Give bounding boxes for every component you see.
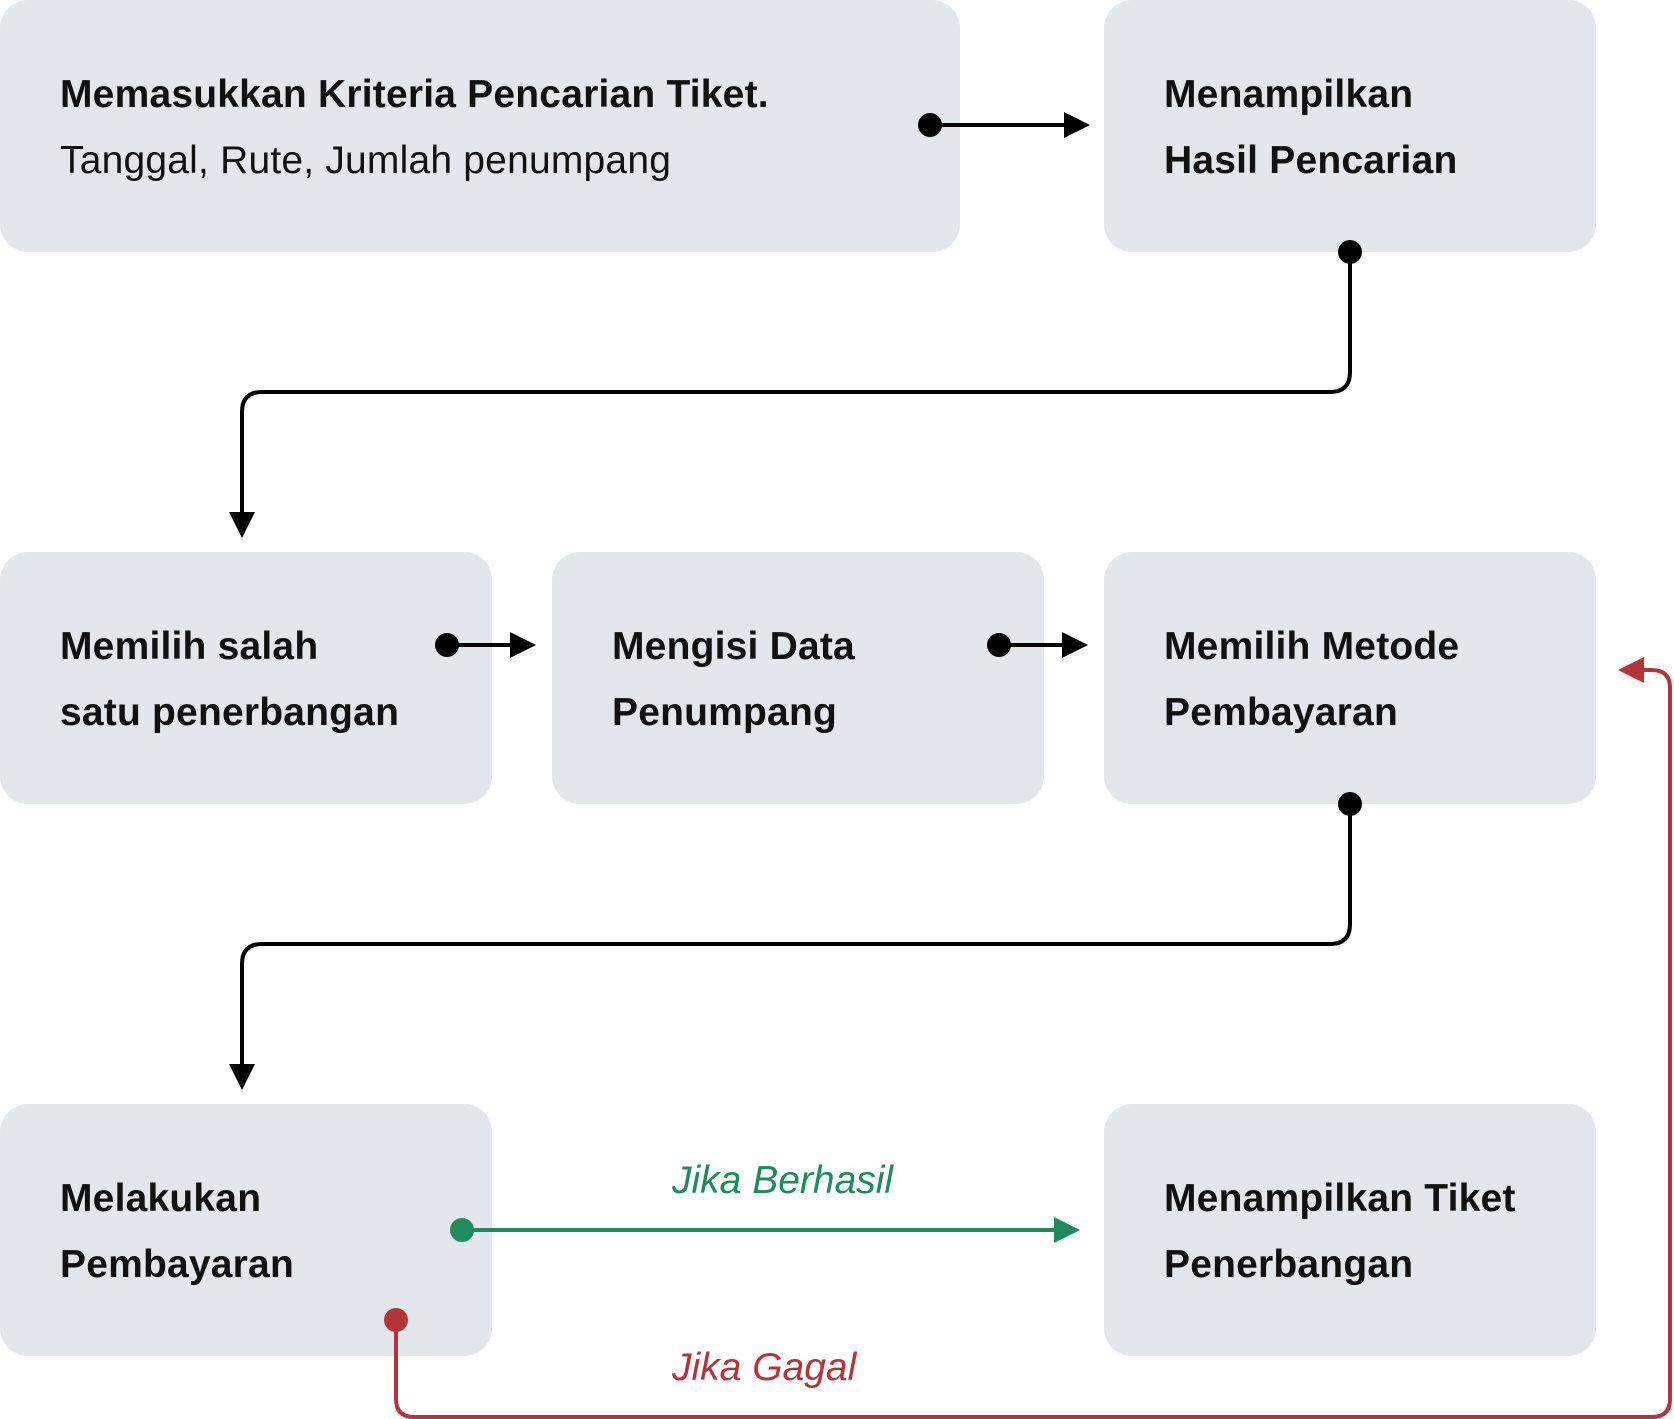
node-make-payment-line-1: Melakukan bbox=[60, 1177, 262, 1220]
arrowhead-icon bbox=[510, 632, 536, 658]
node-fill-passenger: Mengisi Data Penumpang bbox=[552, 552, 1044, 804]
node-search-criteria: Memasukkan Kriteria Pencarian Tiket. Tan… bbox=[0, 0, 960, 252]
node-choose-payment-line-2: Pembayaran bbox=[1164, 691, 1398, 734]
node-fill-passenger-line-1: Mengisi Data bbox=[612, 625, 855, 668]
arrowhead-icon bbox=[1054, 1217, 1080, 1243]
node-choose-payment-line-1: Memilih Metode bbox=[1164, 625, 1460, 668]
arrowhead-icon bbox=[1062, 632, 1088, 658]
node-choose-flight: Memilih salah satu penerbangan bbox=[0, 552, 492, 804]
arrowhead-icon bbox=[1064, 112, 1090, 138]
node-show-ticket-line-1: Menampilkan Tiket bbox=[1164, 1177, 1516, 1220]
edge-flight-to-passenger bbox=[435, 632, 536, 658]
node-fill-passenger-line-2: Penumpang bbox=[612, 691, 837, 734]
edge-results-to-flight bbox=[229, 240, 1362, 538]
edge-passenger-to-payment-method bbox=[987, 632, 1088, 658]
edge-search-to-results bbox=[918, 112, 1090, 138]
edge-success: Jika Berhasil bbox=[450, 1159, 1080, 1243]
node-make-payment-line-2: Pembayaran bbox=[60, 1243, 294, 1286]
node-show-results: Menampilkan Hasil Pencarian bbox=[1104, 0, 1596, 252]
node-choose-flight-line-1: Memilih salah bbox=[60, 625, 319, 668]
arrowhead-icon bbox=[229, 512, 255, 538]
node-make-payment: Melakukan Pembayaran bbox=[0, 1104, 492, 1356]
edge-fail: Jika Gagal bbox=[384, 657, 1672, 1419]
node-show-results-line-2: Hasil Pencarian bbox=[1164, 139, 1458, 182]
node-choose-payment: Memilih Metode Pembayaran bbox=[1104, 552, 1596, 804]
node-search-criteria-subtitle: Tanggal, Rute, Jumlah penumpang bbox=[60, 139, 672, 182]
node-show-ticket: Menampilkan Tiket Penerbangan bbox=[1104, 1104, 1596, 1356]
arrowhead-icon bbox=[229, 1064, 255, 1090]
node-search-criteria-title: Memasukkan Kriteria Pencarian Tiket. bbox=[60, 73, 769, 116]
node-show-ticket-line-2: Penerbangan bbox=[1164, 1243, 1414, 1286]
edge-success-label: Jika Berhasil bbox=[671, 1159, 894, 1202]
edge-payment-method-to-payment bbox=[229, 792, 1362, 1090]
node-show-results-line-1: Menampilkan bbox=[1164, 73, 1414, 116]
edge-fail-label: Jika Gagal bbox=[671, 1346, 858, 1389]
node-choose-flight-line-2: satu penerbangan bbox=[60, 691, 400, 734]
arrowhead-icon bbox=[1618, 657, 1644, 683]
